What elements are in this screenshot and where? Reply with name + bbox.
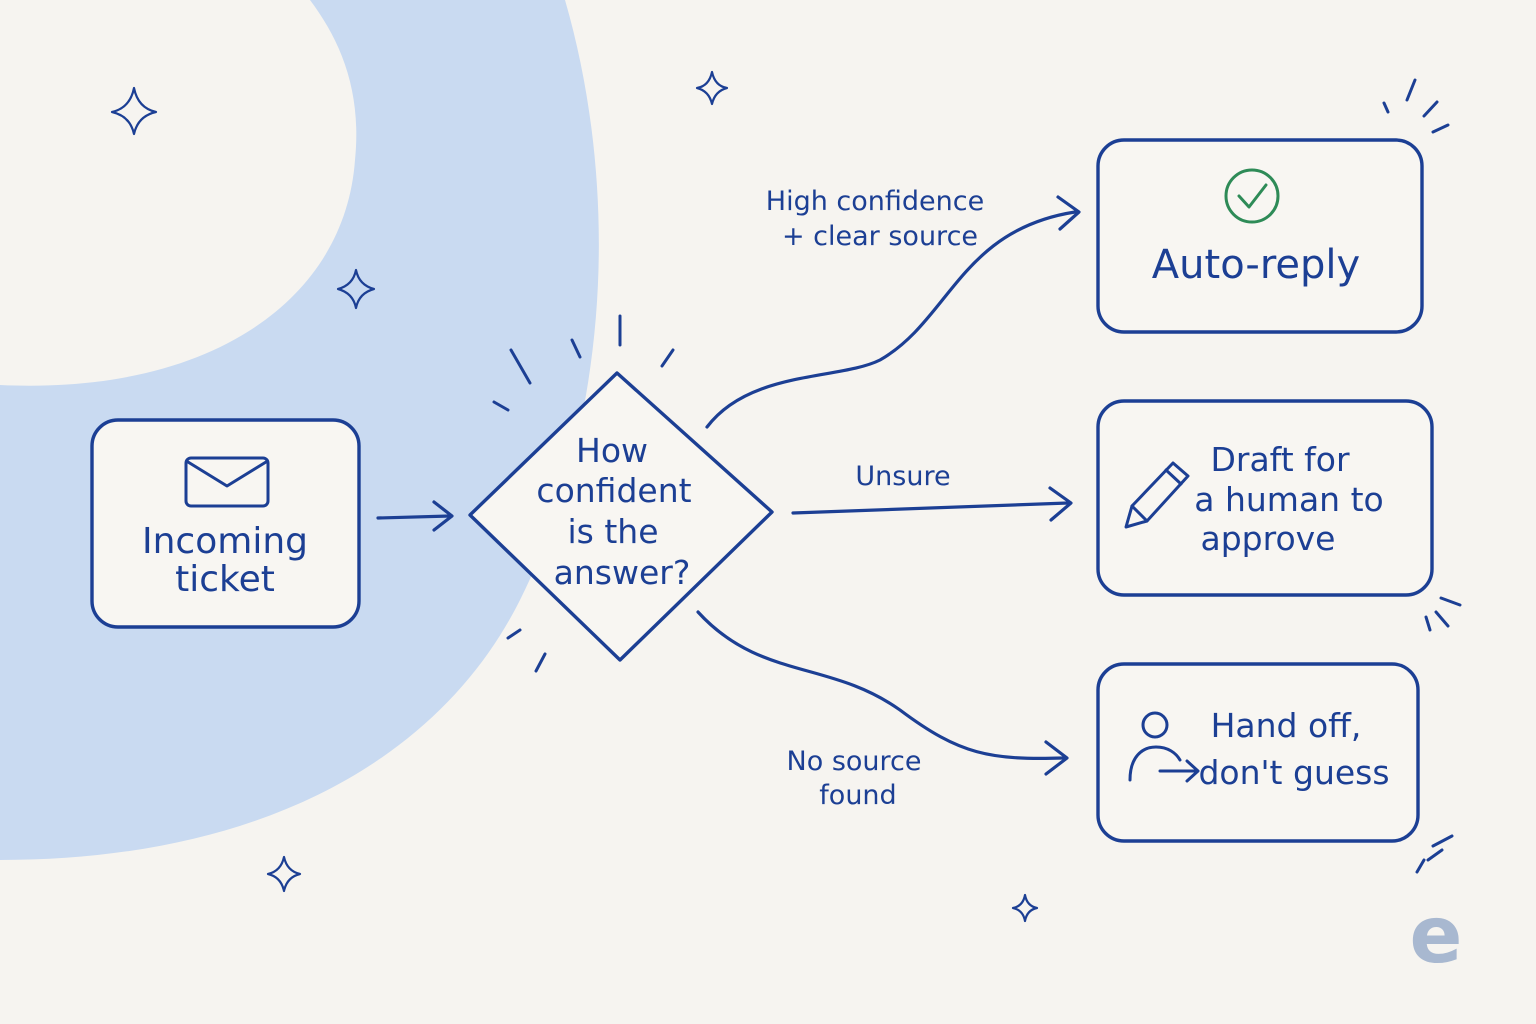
arrow-incoming-to-decision xyxy=(376,500,454,532)
incoming-ticket-label-line1: Incoming xyxy=(142,521,308,562)
arrow-decision-to-auto-reply xyxy=(705,195,1081,429)
decision-label-line1: How xyxy=(576,431,648,470)
incoming-ticket-node: Incoming ticket xyxy=(90,418,361,629)
sparkle-icon xyxy=(336,268,376,310)
decision-node: How confident is the answer? xyxy=(468,371,774,662)
person-handoff-icon xyxy=(1128,711,1200,783)
arrow-decision-to-handoff xyxy=(696,610,1069,776)
decision-label-line4: answer? xyxy=(554,553,691,592)
draft-node: Draft for a human to approve xyxy=(1096,399,1434,597)
brand-logo: e xyxy=(1410,891,1463,981)
auto-reply-label: Auto-reply xyxy=(1152,242,1360,288)
edge-label-nosource-line2: found xyxy=(819,780,896,811)
sparkle-icon xyxy=(1011,893,1039,923)
decision-label-line2: confident xyxy=(536,471,691,510)
sparkle-icon xyxy=(266,855,302,893)
draft-label-line2: a human to xyxy=(1194,480,1383,519)
envelope-icon xyxy=(184,456,270,508)
incoming-ticket-label-line2: ticket xyxy=(175,559,275,600)
edge-label-high-line2: + clear source xyxy=(782,221,978,252)
emphasis-rays xyxy=(1415,834,1454,874)
handoff-label-line2: don't guess xyxy=(1198,753,1389,792)
emphasis-rays xyxy=(1424,596,1462,632)
handoff-node: Hand off, don't guess xyxy=(1096,662,1420,843)
edge-label-unsure: Unsure xyxy=(855,461,950,492)
arrow-decision-to-draft xyxy=(791,486,1073,522)
edge-label-nosource-line1: No source xyxy=(787,746,922,777)
handoff-label-line1: Hand off, xyxy=(1211,706,1362,745)
decision-label-line3: is the xyxy=(567,512,658,551)
draft-label-line3: approve xyxy=(1201,519,1336,558)
emphasis-rays xyxy=(492,314,675,673)
emphasis-rays xyxy=(1382,78,1450,134)
sparkle-icon xyxy=(110,86,158,136)
sparkle-icon xyxy=(695,70,729,106)
pencil-icon xyxy=(1124,461,1190,529)
auto-reply-node: Auto-reply xyxy=(1096,138,1424,334)
draft-label-line1: Draft for xyxy=(1210,440,1349,479)
edge-label-high-line1: High confidence xyxy=(766,186,984,217)
check-circle-icon xyxy=(1224,168,1280,224)
